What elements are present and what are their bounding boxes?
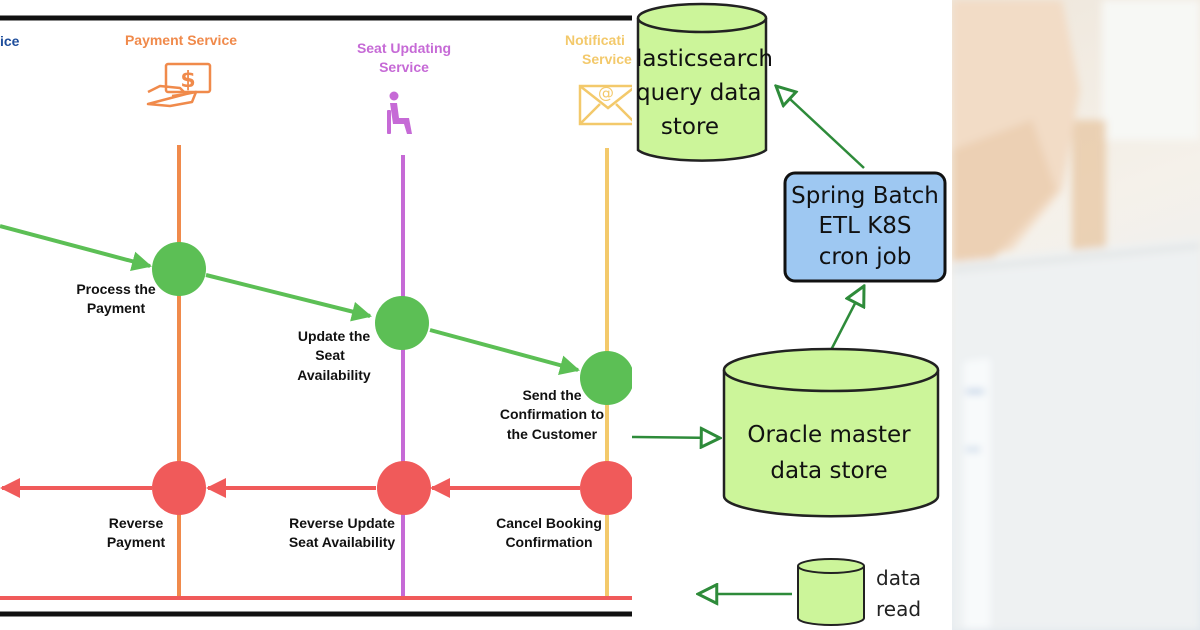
saga-diagram: ice Payment Service Seat Updating Servic…	[0, 15, 632, 617]
reverse-seat-label-line2: Seat Availability	[289, 534, 396, 550]
etl-diagram: lasticsearch query data store Spring Bat…	[632, 2, 947, 626]
payment-hand-icon: $	[146, 62, 212, 108]
reverse-payment-node	[152, 461, 206, 515]
background-photo	[952, 0, 1200, 630]
legend-label-line1: data	[876, 566, 921, 590]
send-confirmation-label-line1: Send the	[522, 387, 581, 403]
etl-diagram-panel: lasticsearch query data store Spring Bat…	[632, 0, 952, 630]
process-payment-label-line2: Payment	[87, 300, 146, 316]
seat-service-label-line2: Service	[379, 59, 429, 75]
job-label-line3: cron job	[819, 244, 912, 270]
etl-to-query-store-arrow	[776, 86, 865, 169]
update-seat-label-line2: Seat	[315, 347, 345, 363]
reverse-seat-node	[377, 461, 431, 515]
query-store-label-line3: store	[661, 114, 719, 140]
seated-person-icon	[387, 91, 412, 134]
success-arrow-to-payment	[0, 224, 152, 272]
cancel-confirmation-label-line2: Confirmation	[505, 534, 592, 550]
reverse-seat-label-line1: Reverse Update	[289, 515, 395, 531]
seat-service-label-line1: Seat Updating	[357, 40, 451, 56]
query-store-label-line2: query data	[636, 80, 762, 106]
svg-text:$: $	[180, 68, 195, 93]
reverse-payment-label-line1: Reverse	[109, 515, 164, 531]
svg-text:@: @	[598, 83, 614, 102]
legend-data-store-cylinder	[797, 558, 865, 626]
cancel-confirmation-node	[580, 461, 632, 515]
oracle-master-store-cylinder	[722, 347, 940, 518]
send-confirmation-label-line2: Confirmation to	[500, 406, 604, 422]
update-seat-label-line3: Availability	[297, 367, 371, 383]
reverse-payment-label-line2: Payment	[107, 534, 166, 550]
master-store-label-line2: data store	[770, 458, 887, 484]
send-confirmation-node	[580, 351, 632, 405]
job-label-line1: Spring Batch	[791, 183, 939, 209]
query-store-label-line1: lasticsearch	[636, 46, 773, 72]
notification-service-label-line2: Service	[582, 51, 632, 67]
booking-service-label: ice	[0, 33, 20, 49]
update-seat-label-line1: Update the	[298, 328, 371, 344]
success-arrow-to-seat	[205, 273, 372, 322]
send-confirmation-label-line3: the Customer	[507, 426, 598, 442]
process-payment-node	[152, 242, 206, 296]
payment-service-label: Payment Service	[125, 32, 237, 48]
desk-photo-illustration	[952, 0, 1200, 630]
master-store-label-line1: Oracle master	[747, 422, 911, 448]
cancel-confirmation-label-line1: Cancel Booking	[496, 515, 602, 531]
saga-diagram-panel: ice Payment Service Seat Updating Servic…	[0, 15, 632, 617]
envelope-icon: @	[578, 83, 632, 126]
process-payment-label-line1: Process the	[76, 281, 156, 297]
update-seat-node	[375, 296, 429, 350]
notification-service-label-line1: Notificati	[565, 32, 625, 48]
success-arrow-to-notification	[429, 328, 580, 375]
job-label-line2: ETL K8S	[818, 213, 911, 239]
query-data-store-cylinder	[636, 2, 768, 162]
master-to-etl-arrow	[828, 286, 864, 353]
write-to-master-arrow	[632, 437, 720, 438]
spring-batch-job-box	[783, 171, 947, 283]
legend-label-line2: read	[876, 597, 921, 621]
